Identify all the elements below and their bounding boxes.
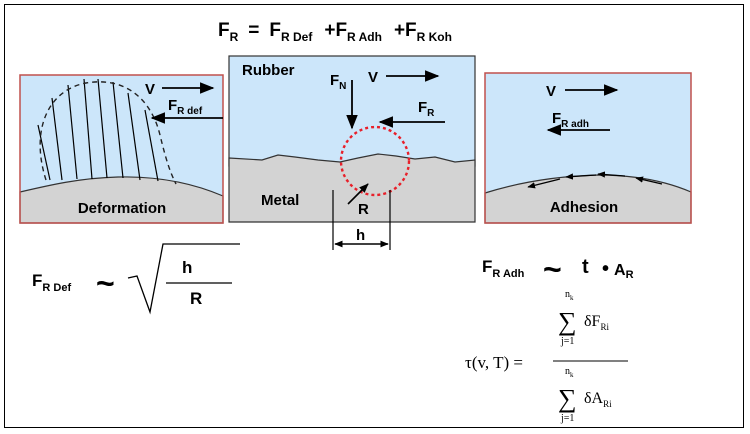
fraction-denominator: R xyxy=(190,289,202,308)
radius-label: R xyxy=(358,201,369,218)
metal-block xyxy=(228,153,476,223)
friction-force-label: FR xyxy=(418,99,435,119)
denominator-term: δARi xyxy=(584,390,612,409)
adhesion-panel: V FR adh Adhesion xyxy=(484,72,692,224)
area-symbol: AR xyxy=(614,262,634,281)
radius-arrow xyxy=(347,183,369,205)
rubber-label: Rubber xyxy=(242,62,295,79)
force-label: FR def xyxy=(168,97,203,117)
contact-panel: Rubber Metal FN V FR R h xyxy=(228,55,476,250)
surface-shear-arrows xyxy=(527,171,663,189)
formula-lhs: FR Def xyxy=(32,271,71,294)
formula-lhs: FR Adh xyxy=(482,257,525,280)
time-symbol: t xyxy=(582,256,589,278)
deformation-envelope xyxy=(39,81,177,185)
denominator-sigma: ∑ xyxy=(558,384,577,413)
adhesion-formula: FR Adh ~ t • AR xyxy=(482,251,634,287)
panel-border xyxy=(484,72,692,224)
panel-border xyxy=(19,74,224,224)
numerator-sigma: ∑ xyxy=(558,307,577,336)
force-label: FR adh xyxy=(552,110,589,130)
deformation-formula: FR Def ~ h R xyxy=(32,243,240,315)
title-formula: FR=FR Def+FR Adh+FR Koh xyxy=(218,20,452,44)
numerator-term: δFRi xyxy=(584,313,609,332)
numerator-sum-upper: nk xyxy=(565,289,574,302)
metal-label: Metal xyxy=(261,192,299,209)
velocity-label: V xyxy=(368,69,378,86)
shear-stress-formula: τ(v, T) = nk ∑ j=1 δFRi nk ∑ j=1 δARi xyxy=(465,289,628,424)
denominator-sum-lower: j=1 xyxy=(560,413,574,424)
contact-zone-circle xyxy=(339,125,411,197)
normal-force-label: FN xyxy=(330,72,346,92)
sqrt-symbol xyxy=(127,243,240,315)
tau-lhs: τ(v, T) = xyxy=(465,353,523,372)
denominator-sum-upper: nk xyxy=(565,366,574,379)
velocity-label: V xyxy=(546,83,556,100)
numerator-sum-lower: j=1 xyxy=(560,336,574,347)
metal-asperity xyxy=(19,176,224,224)
multiply-dot: • xyxy=(602,258,609,280)
proportional-symbol: ~ xyxy=(96,265,115,301)
adhesion-caption: Adhesion xyxy=(550,199,618,216)
deformation-lines xyxy=(37,78,159,182)
fraction-numerator: h xyxy=(182,258,192,277)
h-label: h xyxy=(356,227,365,244)
deformation-caption: Deformation xyxy=(78,200,166,217)
deformation-panel: V FR def Deformation xyxy=(19,74,224,224)
proportional-symbol: ~ xyxy=(543,251,562,287)
velocity-label: V xyxy=(145,81,155,98)
